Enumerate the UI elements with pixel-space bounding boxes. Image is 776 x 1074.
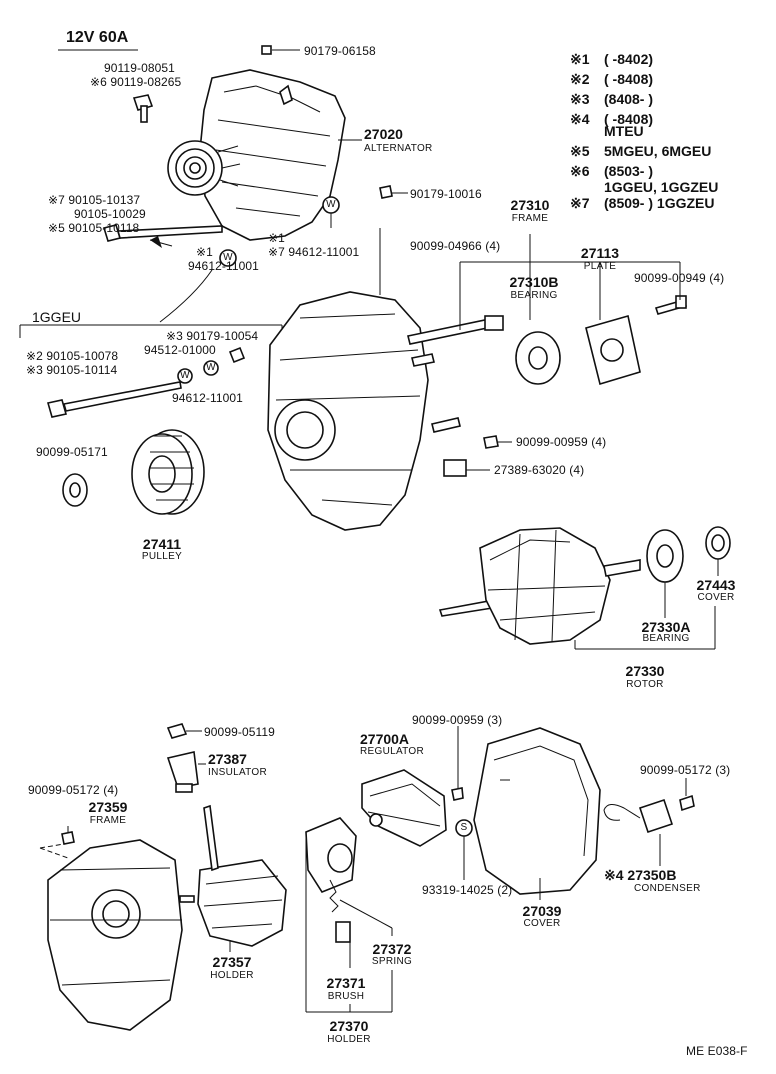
alternator-assembly-drawing xyxy=(167,45,346,241)
label-94512-01000: 94512-01000 xyxy=(144,343,216,357)
label-cover-2: COVER xyxy=(523,918,561,929)
label-27330: 27330 xyxy=(625,663,665,679)
label-rotor: ROTOR xyxy=(626,679,664,690)
label-90105-10118: ※5 90105-10118 xyxy=(48,221,140,235)
legend-mark-6: ※5 xyxy=(570,143,590,159)
label-90099-00949: 90099-00949 (4) xyxy=(634,271,725,285)
label-90099-05172-a: 90099-05172 (4) xyxy=(28,783,119,797)
label-condenser: CONDENSER xyxy=(634,883,701,894)
bolt-90119-08265-drawing xyxy=(132,94,154,123)
legend-mark-1: ※1 xyxy=(570,51,590,67)
label-90099-00959-a: 90099-00959 (4) xyxy=(516,435,607,449)
label-cover-1: COVER xyxy=(697,592,735,603)
label-27389-63020: 27389-63020 (4) xyxy=(494,463,585,477)
label-insulator: INSULATOR xyxy=(208,767,268,778)
bolt-1ggeu-drawing xyxy=(46,381,182,418)
label-90119-08265: ※6 90119-08265 xyxy=(90,75,182,89)
rotor-drawing xyxy=(438,527,641,645)
label-27350b: ※4 27350B xyxy=(604,867,677,883)
label-94612-11001-b: ※7 94612-11001 xyxy=(268,245,360,259)
label-27020: 27020 xyxy=(364,126,403,142)
label-27372: 27372 xyxy=(372,941,412,957)
label-27359: 27359 xyxy=(88,799,128,815)
label-90105-10029: 90105-10029 xyxy=(74,207,146,221)
label-27387: 27387 xyxy=(208,751,247,767)
rear-cover-27039-drawing xyxy=(473,727,601,895)
label-bearing-1: BEARING xyxy=(510,290,558,301)
regulator-drawing xyxy=(361,769,447,847)
label-27700a: 27700A xyxy=(360,731,410,747)
label-spring: SPRING xyxy=(371,956,413,967)
legend-text-5: MTEU xyxy=(604,123,644,139)
label-90099-05119: 90099-05119 xyxy=(204,725,275,739)
pulley-drawing xyxy=(131,429,205,515)
brush-holder-drawing xyxy=(305,817,357,943)
label-mark1-a: ※1 xyxy=(196,245,213,259)
label-90105-10078: ※2 90105-10078 xyxy=(26,349,119,363)
label-27371: 27371 xyxy=(326,975,366,991)
legend-mark-4: ※4 xyxy=(570,111,590,127)
legend-mark-9: ※7 xyxy=(570,195,590,211)
label-frame-1: FRAME xyxy=(511,213,549,224)
legend-text-8: 1GGEU, 1GGZEU xyxy=(604,179,719,195)
label-frame-2: FRAME xyxy=(89,815,127,826)
label-93319-14025: 93319-14025 (2) xyxy=(422,883,513,897)
washer-w-mark-1: W xyxy=(223,252,233,263)
label-90099-05172-b: 90099-05172 (3) xyxy=(640,763,731,777)
label-27310: 27310 xyxy=(510,197,550,213)
label-90119-08051: 90119-08051 xyxy=(104,61,175,75)
label-regulator: REGULATOR xyxy=(360,746,425,757)
legend-text-6: 5MGEU, 6MGEU xyxy=(604,143,712,159)
legend-text-9: (8509- ) 1GGZEU xyxy=(604,195,715,211)
label-holder-1: HOLDER xyxy=(210,970,254,981)
label-27330a: 27330A xyxy=(641,619,691,635)
label-90099-00959-b: 90099-00959 (3) xyxy=(412,713,503,727)
label-plate: PLATE xyxy=(583,261,617,272)
legend-text-2: ( -8408) xyxy=(604,71,654,87)
label-holder-2: HOLDER xyxy=(327,1034,371,1045)
label-94612-11001-a: 94612-11001 xyxy=(188,259,259,273)
label-27411: 27411 xyxy=(142,536,182,552)
label-27113: 27113 xyxy=(580,245,620,261)
washer-w-mark-4: W xyxy=(206,362,216,373)
label-alternator: ALTERNATOR xyxy=(364,143,433,154)
label-27310b: 27310B xyxy=(509,274,559,290)
label-90105-10137: ※7 90105-10137 xyxy=(48,193,141,207)
label-pulley: PULLEY xyxy=(141,551,183,562)
label-27443: 27443 xyxy=(696,577,736,593)
legend-text-3: (8408- ) xyxy=(604,91,654,107)
label-1ggeu: 1GGEU xyxy=(32,309,82,325)
label-90179-10016: 90179-10016 xyxy=(410,187,482,201)
rear-frame-27359-drawing xyxy=(47,839,183,1031)
legend-mark-2: ※2 xyxy=(570,71,590,87)
label-bearing-2: BEARING xyxy=(642,633,690,644)
diagram-title: 12V 60A xyxy=(66,29,129,46)
label-27039: 27039 xyxy=(522,903,562,919)
label-90179-10054: ※3 90179-10054 xyxy=(166,329,259,343)
label-mark1-b: ※1 xyxy=(268,231,285,245)
label-27370: 27370 xyxy=(329,1018,369,1034)
legend-mark-3: ※3 xyxy=(570,91,590,107)
label-brush: BRUSH xyxy=(327,991,365,1002)
label-90099-05171: 90099-05171 xyxy=(36,445,108,459)
washer-w-mark-2: W xyxy=(326,199,336,210)
holder-27357-drawing xyxy=(197,804,287,947)
label-90105-10114: ※3 90105-10114 xyxy=(26,363,118,377)
legend-text-4: ( -8408) xyxy=(604,111,654,127)
frame-27310-drawing xyxy=(267,291,429,531)
legend-mark-7: ※6 xyxy=(570,163,590,179)
long-bolt-drawing xyxy=(102,224,223,242)
legend-text-7: (8503- ) xyxy=(604,163,654,179)
legend-text-1: ( -8402) xyxy=(604,51,654,67)
label-27357: 27357 xyxy=(212,954,252,970)
label-94612-11001-c: 94612-11001 xyxy=(172,391,243,405)
washer-w-mark-3: W xyxy=(180,370,190,381)
label-90099-04966: 90099-04966 (4) xyxy=(410,239,501,253)
washer-s-mark: S xyxy=(460,822,468,833)
footer-code: ME E038-F xyxy=(686,1044,748,1058)
label-90179-06158: 90179-06158 xyxy=(304,44,376,58)
